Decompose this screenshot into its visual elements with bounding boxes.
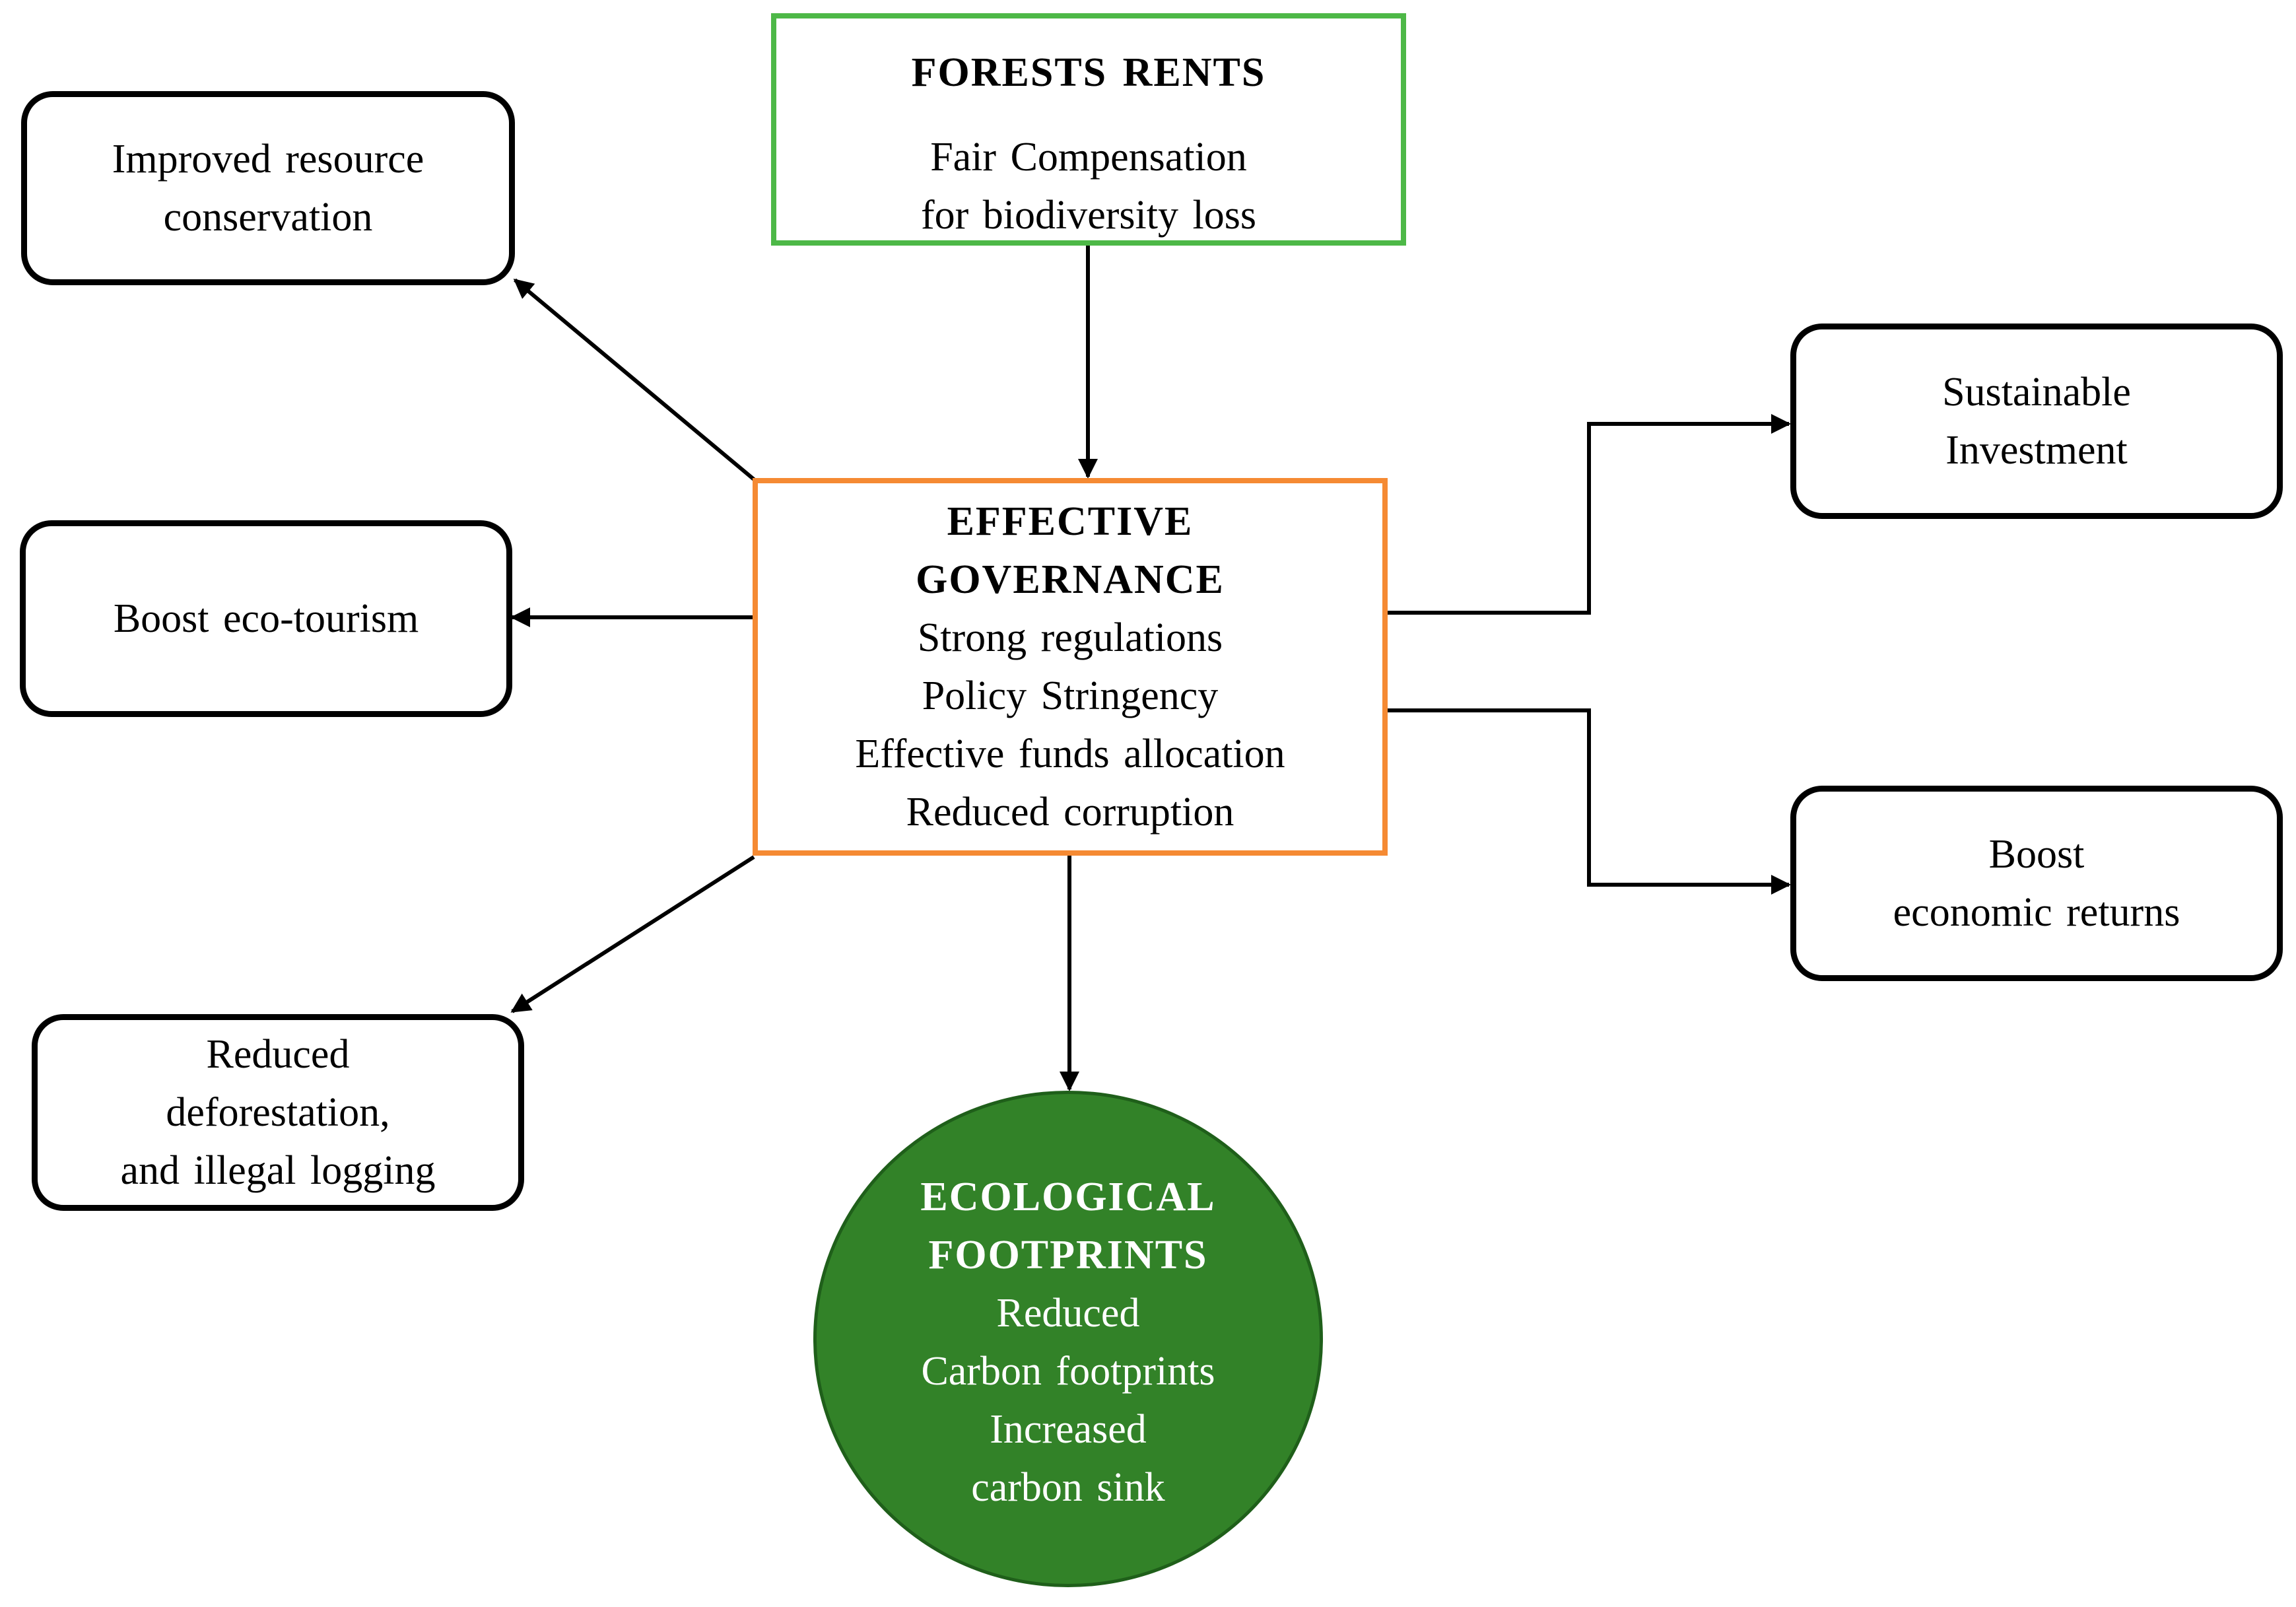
forests-rents-line-1: Fair Compensation xyxy=(930,135,1247,180)
ecological-footprints-circle: ECOLOGICAL FOOTPRINTS Reduced Carbon foo… xyxy=(813,1091,1323,1587)
governance-line-3: Effective funds allocation xyxy=(855,732,1285,776)
forests-rents-box: FORESTS RENTS Fair Compensation for biod… xyxy=(771,13,1406,246)
effective-governance-box: EFFECTIVE GOVERNANCE Strong regulations … xyxy=(753,478,1388,856)
footprints-line-3: Increased xyxy=(990,1407,1147,1452)
footprints-line-4: carbon sink xyxy=(971,1465,1165,1510)
governance-title-line-1: EFFECTIVE xyxy=(947,499,1194,544)
arrow-governance-to-returns xyxy=(1388,708,1791,895)
forests-rents-line-2: for biodiversity loss xyxy=(921,193,1256,238)
governance-title-line-2: GOVERNANCE xyxy=(916,557,1225,602)
arrow-governance-to-conservation xyxy=(513,278,755,481)
deforestation-line-3: and illegal logging xyxy=(120,1148,436,1193)
deforestation-box: Reduced deforestation, and illegal loggi… xyxy=(32,1014,524,1211)
footprints-title-line-1: ECOLOGICAL xyxy=(920,1175,1216,1219)
arrow-governance-to-deforestation xyxy=(510,855,755,1013)
deforestation-line-2: deforestation, xyxy=(166,1090,390,1135)
forests-rents-title: FORESTS RENTS xyxy=(911,50,1266,95)
deforestation-line-1: Reduced xyxy=(206,1032,350,1077)
conservation-box: Improved resource conservation xyxy=(21,91,515,285)
governance-line-1: Strong regulations xyxy=(917,615,1223,660)
governance-line-4: Reduced corruption xyxy=(906,790,1234,835)
footprints-line-2: Carbon footprints xyxy=(921,1349,1215,1394)
investment-box: Sustainable Investment xyxy=(1790,324,2283,519)
investment-line-1: Sustainable xyxy=(1942,370,2131,415)
investment-line-2: Investment xyxy=(1945,428,2128,473)
conservation-line-1: Improved resource xyxy=(112,137,424,182)
economic-returns-box: Boost economic returns xyxy=(1790,786,2283,981)
ecotourism-line-1: Boost eco-tourism xyxy=(113,596,419,641)
governance-line-2: Policy Stringency xyxy=(922,673,1219,718)
arrow-governance-to-investment xyxy=(1388,414,1791,615)
conservation-line-2: conservation xyxy=(163,195,373,240)
footprints-line-1: Reduced xyxy=(996,1291,1140,1336)
ecotourism-box: Boost eco-tourism xyxy=(20,520,512,717)
returns-line-2: economic returns xyxy=(1893,890,2180,935)
returns-line-1: Boost xyxy=(1988,832,2085,877)
footprints-title-line-2: FOOTPRINTS xyxy=(928,1233,1208,1278)
